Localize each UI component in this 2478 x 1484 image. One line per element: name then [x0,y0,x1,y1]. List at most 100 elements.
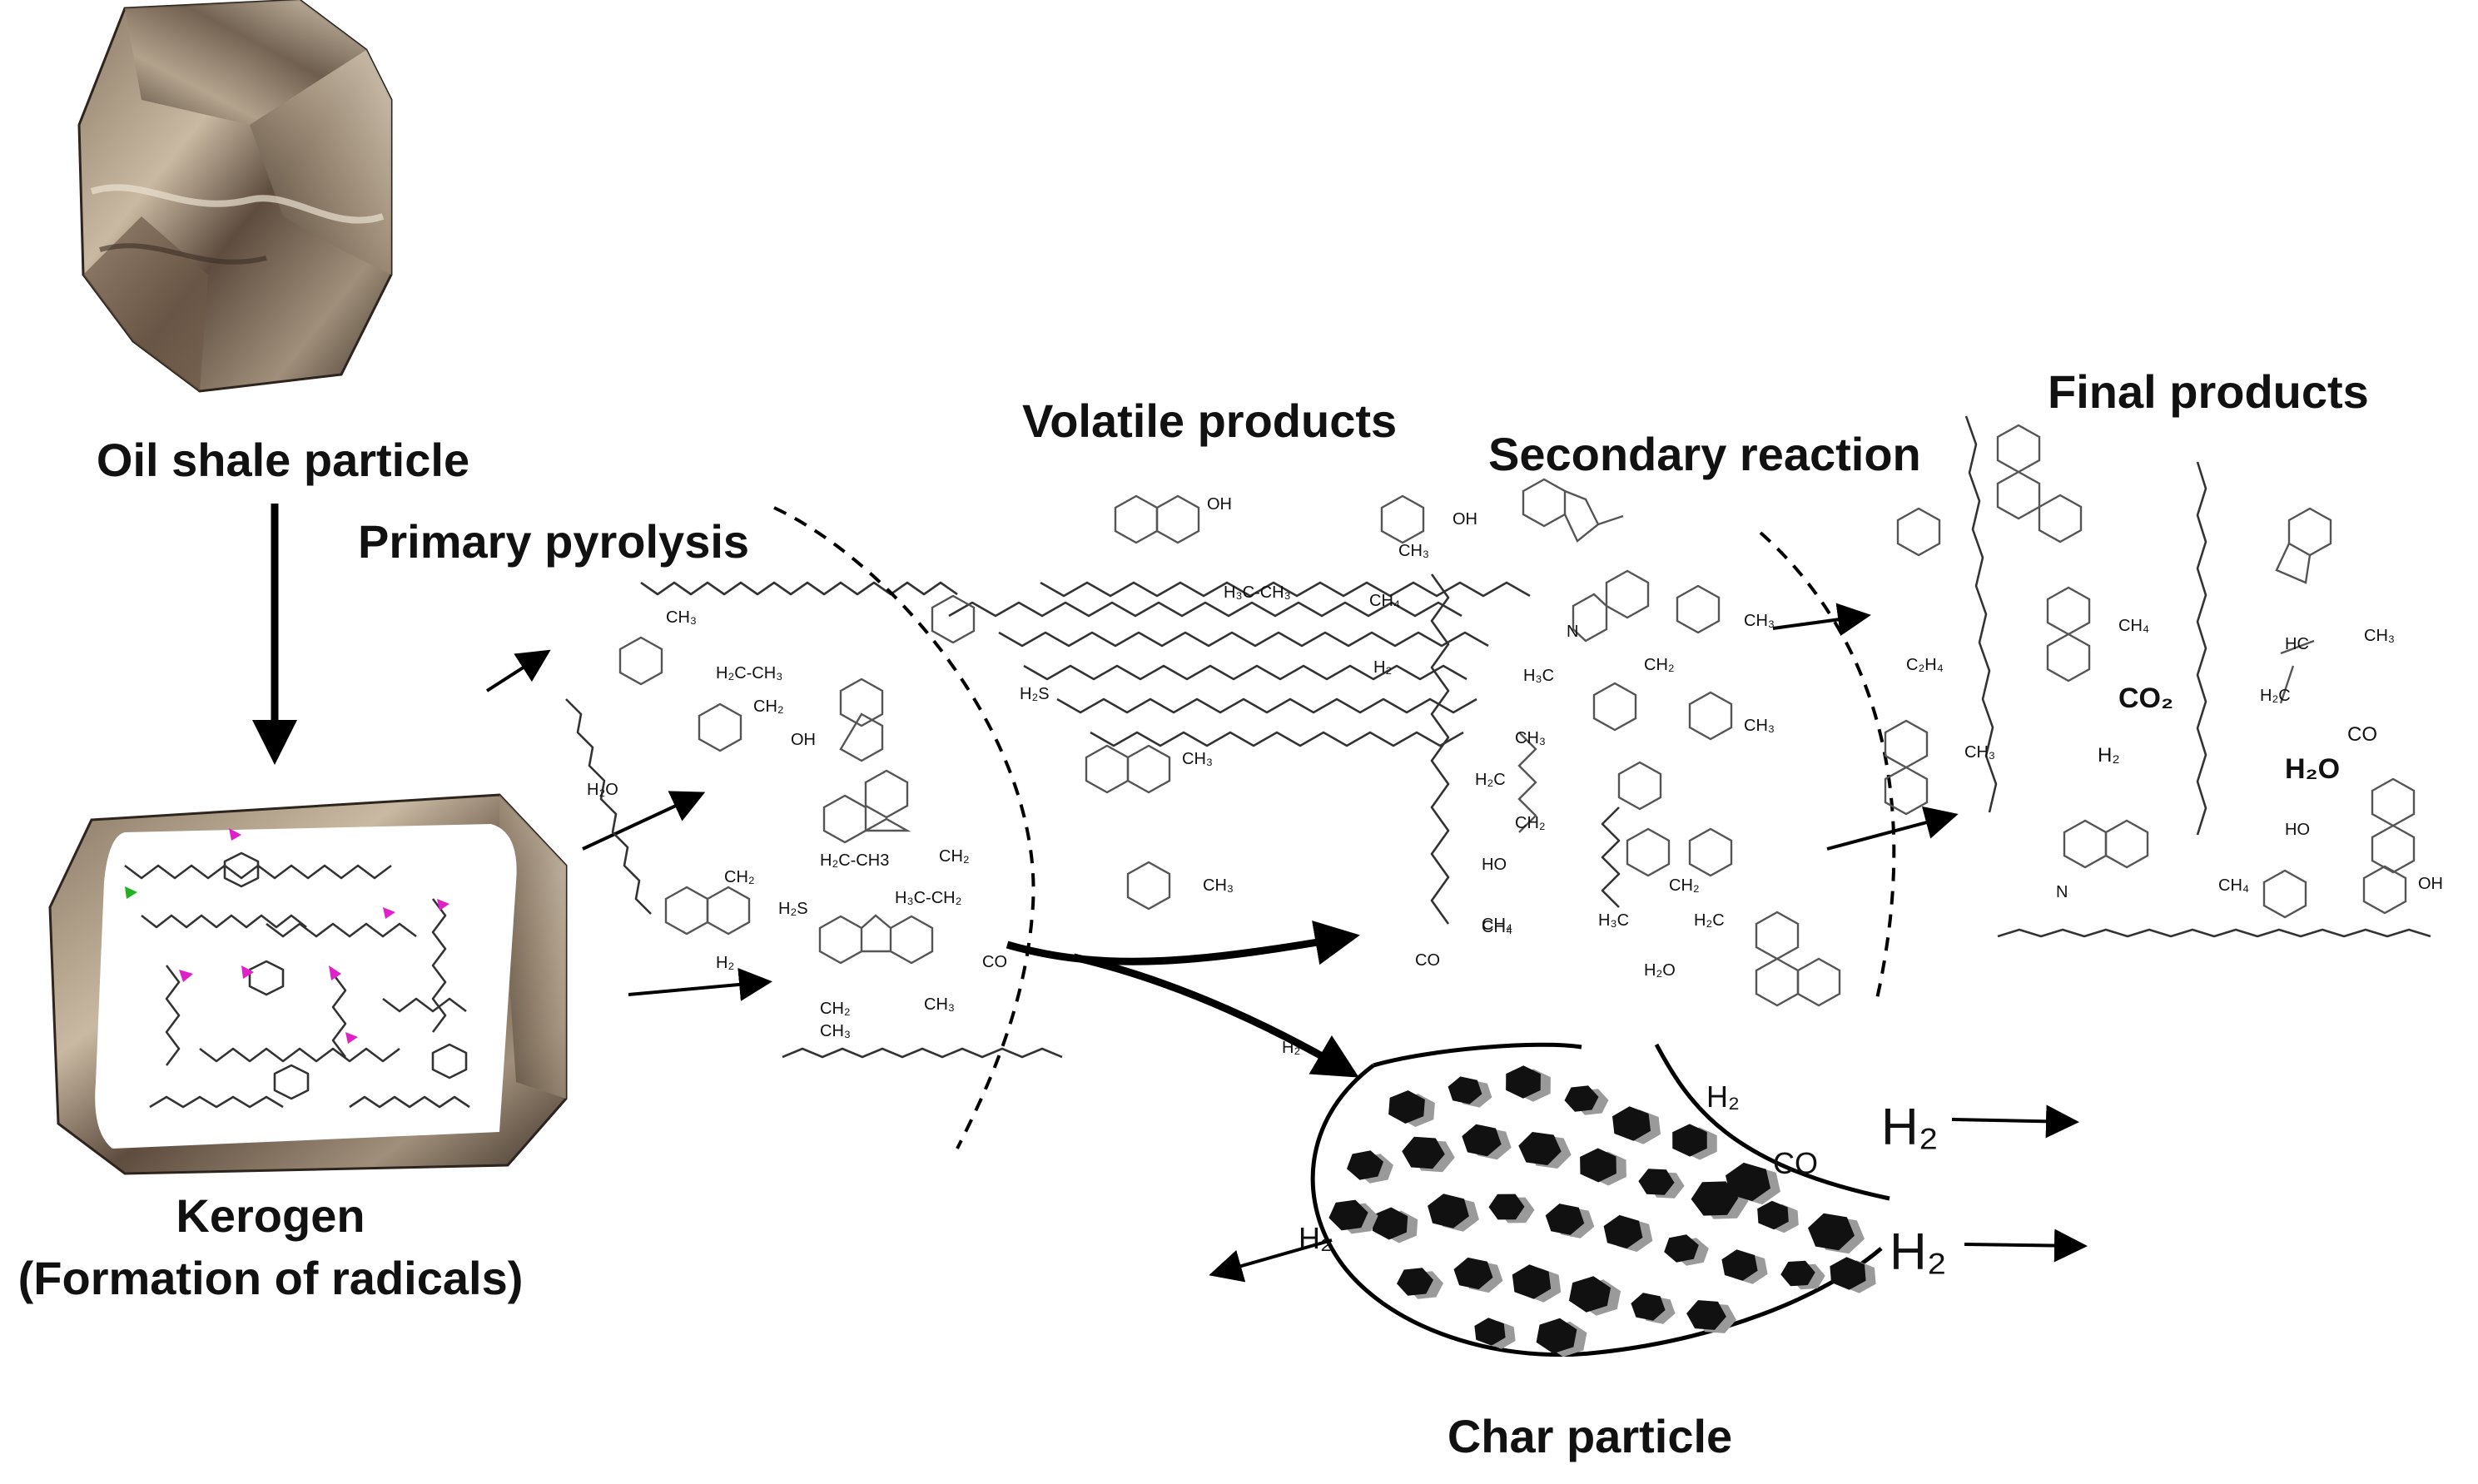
char-h2-right-b: H₂ [1890,1223,1947,1281]
char-hex [1721,1249,1758,1281]
char-hex [1545,1204,1585,1235]
chem-h2c: H₂C [2260,687,2291,705]
chem-ho: HO [1482,856,1507,874]
char-hex [1672,1124,1707,1157]
chem-oh: OH [791,731,816,749]
arrow-h2-out-left [1209,1238,1333,1283]
char-hex [1462,1124,1502,1157]
chem-ch2: CH₂ [939,847,970,866]
chem-ch4: CH₄ [2118,617,2149,635]
final-products-label: Final products [2048,365,2369,418]
char-hex [1428,1194,1469,1228]
chem-ch3: CH₃ [1744,612,1775,630]
chem-ch3: CH₃ [1182,750,1213,768]
secondary-reaction-label: Secondary reaction [1488,428,1921,480]
chem-ch3: CH₃ [1203,876,1234,895]
chem-ch2: CH₂ [724,868,755,886]
char-hex [1830,1257,1866,1290]
primary-pyrolysis-label: Primary pyrolysis [358,515,749,568]
chem-ch3: CH₃ [2364,627,2395,645]
char-hex [1780,1260,1815,1287]
char-hex [1506,1065,1541,1099]
char-hex [1388,1090,1425,1124]
chem-oh: OH [1207,495,1232,514]
char-h2-label: H₂ [1706,1079,1740,1114]
char-hex [1448,1076,1482,1104]
chem-co: CO [2347,723,2377,746]
chem-co: CO [982,953,1007,971]
chem-ch3: CH₃ [1398,542,1429,560]
char-hex [1664,1234,1699,1263]
kerogen-sublabel: (Formation of radicals) [18,1252,524,1304]
char-hex [1726,1162,1770,1202]
chem-h2c: H₂C [1694,911,1725,930]
volatile-molecules: OH H₃C-CH₃ H₂S CH₃ CH₃ OH CH₃ CH₄ H₂ H₂ [931,494,1531,1057]
chem-h2s: H₂S [1020,685,1050,703]
primary-molecules: CH₃ H₂C-CH₃ CH₂ OH H₂O CH₂ H₂C-CH3 CH₂ H… [565,581,1063,1059]
kerogen-particle [48,793,568,1175]
char-hex [1691,1181,1739,1216]
chem-ch2: CH₂ [820,1000,851,1018]
char-hex [1512,1264,1552,1299]
arrow-secondary-1 [1772,603,1871,637]
chem-ch3: CH₃ [666,608,697,627]
char-hex [1686,1300,1726,1330]
char-particle-label: Char particle [1448,1410,1732,1462]
chem-co: CO [1415,951,1440,970]
chem-ch3: CH₃ [820,1022,851,1040]
radical-markers [179,828,449,1044]
chem-oh: OH [1453,510,1477,529]
chem-hc: HC [2285,635,2309,653]
arrow-primary-2 [582,791,706,851]
chem-h2s: H₂S [778,900,808,918]
char-hex [1518,1132,1562,1165]
final-molecules: C₂H₄ CH₃ CH₄ CO₂ H₂ HC CH₃ H₂C CO H₂O HO… [1884,415,2443,938]
arrow-to-volatile [1006,920,1360,965]
char-hex [1564,1085,1599,1112]
char-hex [1347,1150,1383,1180]
arrow-primary-1 [485,649,551,692]
char-hex [1631,1293,1666,1321]
chem-ch2: CH₂ [1644,656,1675,674]
chem-h3c-ch3: H₃C-CH₃ [1224,583,1291,602]
chem-ch4: CH₄ [2218,876,2249,895]
char-co-label: CO [1773,1146,1818,1180]
volatile-products-label: Volatile products [1022,395,1397,447]
char-hex [1612,1106,1651,1141]
char-hex [1372,1207,1408,1240]
chem-h2o: H₂O [587,781,618,799]
char-hex [1757,1200,1789,1230]
chem-co2: CO₂ [2118,682,2173,714]
chem-h2o: H₂O [1644,961,1676,980]
primary-boundary [773,506,1035,1149]
char-hex [1580,1148,1616,1183]
kerogen-label: Kerogen [176,1189,365,1242]
chem-ch4: CH₄ [1369,592,1400,610]
chem-h2: H₂ [716,954,734,972]
chem-ch3: CH₃ [924,995,955,1014]
chem-ho: HO [2285,821,2310,839]
chem-n: N [2056,883,2068,901]
chem-h3c: H₃C [1598,911,1629,930]
char-hex [1808,1213,1855,1251]
kerogen-network [124,851,470,1109]
chem-oh: OH [2418,875,2443,893]
char-hex [1453,1257,1493,1290]
chem-ch2: CH₂ [1669,876,1700,895]
chem-h2c-ch3: H₂C-CH₃ [716,664,782,682]
arrow-h2-out-1 [1951,1104,2079,1139]
char-hex [1402,1136,1445,1169]
chem-h2c-ch3: H₂C-CH3 [820,851,889,870]
chem-c2h4: C₂H₄ [1906,656,1944,674]
char-hex [1474,1318,1506,1346]
char-hex [1397,1268,1433,1296]
chem-ch3: CH₃ [1515,729,1546,747]
chem-ch2: CH₂ [753,697,784,716]
char-graphite-clusters [1328,1065,1876,1357]
chem-h2c: H₂C [1475,771,1506,789]
oil-shale-label: Oil shale particle [97,434,469,486]
char-h2-left: H₂ [1299,1221,1332,1255]
char-hex [1536,1318,1577,1354]
